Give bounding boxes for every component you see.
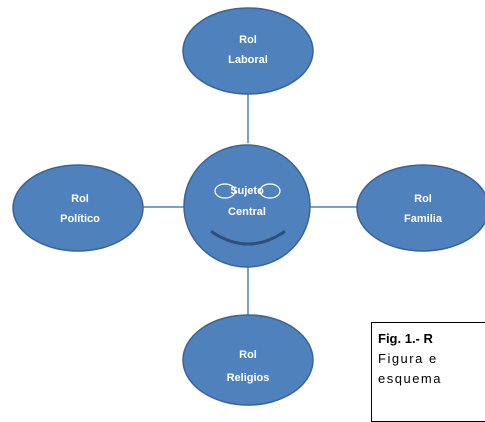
- node-rol-politico: Rol Político: [12, 164, 144, 252]
- node-sujeto-central-line-2: Central: [228, 206, 266, 218]
- node-rol-laboral: Rol Laboral: [182, 7, 314, 95]
- node-rol-familia: Rol Familia: [356, 164, 485, 252]
- figure-caption-line-1: Figura e: [378, 351, 438, 366]
- node-rol-familia-line-1: Rol: [414, 193, 432, 205]
- node-rol-laboral-shape: [182, 7, 314, 95]
- right-eye-shape: [259, 183, 281, 199]
- node-rol-religios-shape: [182, 314, 314, 406]
- node-sujeto-central-line-1: Sujeto: [230, 185, 264, 197]
- node-rol-laboral-line-2: Laboral: [228, 54, 268, 66]
- figure-caption-line-2: esquema: [378, 371, 442, 386]
- node-rol-religios-line-1: Rol: [239, 349, 257, 361]
- node-rol-laboral-line-1: Rol: [239, 34, 257, 46]
- node-sujeto-central: Sujeto Central: [183, 144, 311, 268]
- node-rol-politico-shape: [12, 164, 144, 252]
- figure-caption-title: Fig. 1.- R: [378, 331, 433, 346]
- node-rol-religios: Rol Religios: [182, 314, 314, 406]
- node-rol-politico-line-1: Rol: [71, 193, 89, 205]
- smile-mouth-shape: [210, 230, 286, 246]
- figure-caption-box: Fig. 1.- R Figura e esquema: [371, 322, 485, 422]
- left-eye-shape: [214, 183, 236, 199]
- role-diagram: Rol Laboral Rol Político Rol Familia Rol…: [12, 7, 485, 406]
- node-rol-familia-line-2: Familia: [404, 213, 443, 225]
- node-rol-politico-line-2: Político: [60, 213, 100, 225]
- node-rol-religios-line-2: Religios: [227, 372, 270, 384]
- node-rol-familia-shape: [356, 164, 485, 252]
